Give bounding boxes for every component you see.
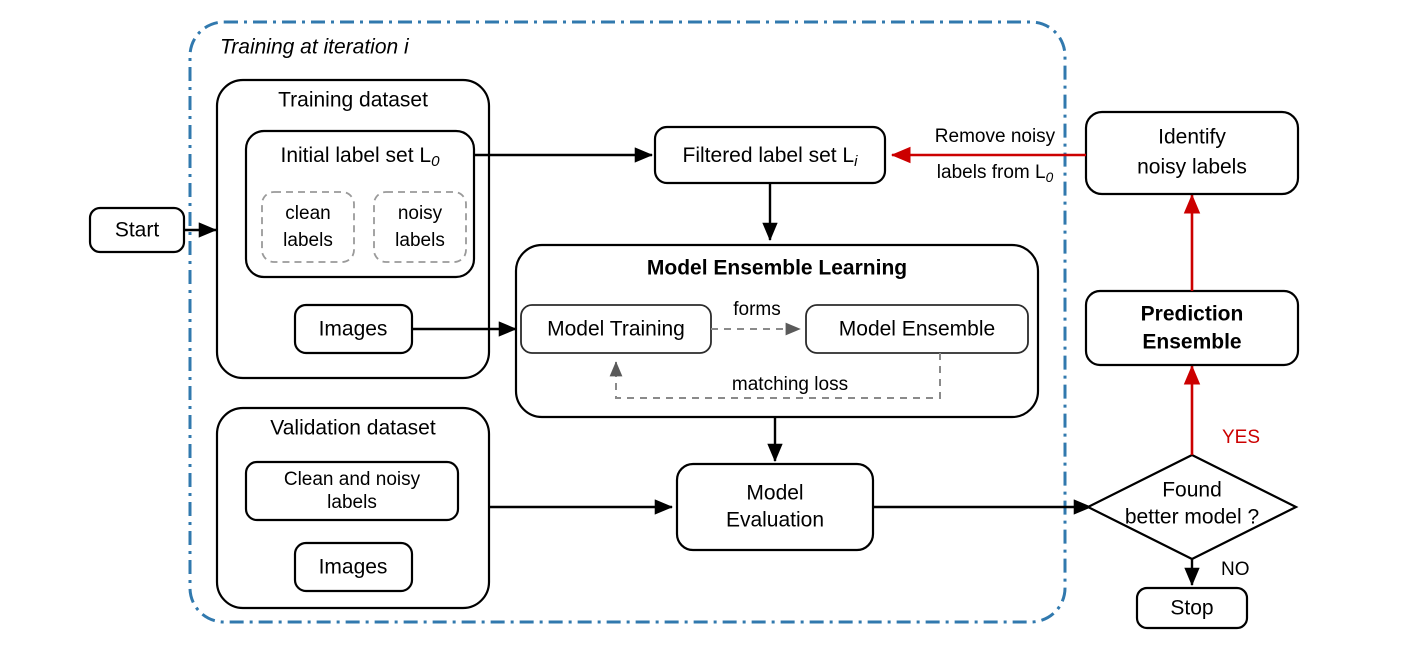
model-evaluation-box[interactable]	[675, 462, 875, 552]
model-ensemble-learning-container[interactable]	[514, 243, 1040, 419]
clean-labels-box[interactable]	[261, 191, 355, 263]
identify-noisy-line1: Identify	[1158, 126, 1226, 149]
model-ensemble-label: Model Ensemble	[839, 318, 995, 341]
training-iteration-title: Training at iteration i	[220, 36, 410, 59]
noisy-labels-label-line2: labels	[395, 230, 445, 251]
clean-labels-label-line1: clean	[285, 203, 330, 224]
identify-noisy-line2: noisy labels	[1137, 156, 1247, 179]
prediction-ensemble-line2: Ensemble	[1142, 331, 1241, 354]
initial-label-set-label: Initial label set L0	[281, 144, 441, 170]
noisy-labels-label-line1: noisy	[398, 203, 443, 224]
decision-line1: Found	[1162, 479, 1222, 502]
edge-label-remove-noisy-line2: labels from L0	[937, 162, 1054, 185]
clean-and-noisy-labels-line2: labels	[327, 492, 377, 513]
training-dataset-label: Training dataset	[278, 89, 428, 112]
edge-label-no: NO	[1221, 559, 1250, 580]
model-ensemble-learning-label: Model Ensemble Learning	[647, 257, 907, 280]
edge-label-forms: forms	[733, 299, 781, 320]
filtered-label-set-label: Filtered label set Li	[683, 144, 859, 170]
stop-node[interactable]	[1135, 586, 1249, 630]
stop-node-label: Stop	[1170, 597, 1213, 620]
edge-label-yes: YES	[1222, 427, 1260, 448]
validation-dataset-label: Validation dataset	[270, 417, 436, 440]
start-node-label: Start	[115, 219, 160, 242]
model-evaluation-line1: Model	[746, 482, 803, 505]
decision-line2: better model ?	[1125, 506, 1259, 529]
identify-noisy-labels-box[interactable]	[1084, 110, 1300, 196]
validation-images-box[interactable]	[293, 541, 414, 593]
validation-images-label: Images	[319, 556, 388, 579]
prediction-ensemble-line1: Prediction	[1141, 303, 1244, 326]
clean-labels-label-line2: labels	[283, 230, 333, 251]
model-ensemble-box[interactable]	[805, 304, 1029, 354]
noisy-labels-box[interactable]	[373, 191, 467, 263]
training-images-label: Images	[319, 318, 388, 341]
training-iteration-group-border	[188, 20, 1067, 624]
edge-label-remove-noisy-line1: Remove noisy	[935, 126, 1056, 147]
edge-label-matching-loss: matching loss	[732, 374, 848, 395]
clean-and-noisy-labels-line1: Clean and noisy	[284, 469, 421, 490]
model-evaluation-line2: Evaluation	[726, 509, 824, 532]
model-training-label: Model Training	[547, 318, 685, 341]
clean-and-noisy-labels-box[interactable]	[244, 460, 460, 522]
